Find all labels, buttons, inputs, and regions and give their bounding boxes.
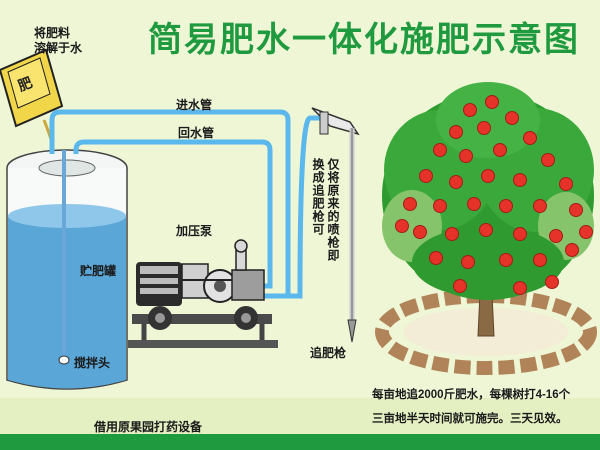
fruit-29	[533, 253, 547, 267]
fruit-cluster	[395, 95, 593, 295]
fruit-35	[579, 225, 593, 239]
equipment-note: 借用原果园打药设备	[94, 420, 203, 434]
spray-gun-label: 追肥枪	[310, 346, 347, 360]
fruit-13	[513, 173, 527, 187]
fruit-32	[513, 281, 527, 295]
page-title: 简易肥水一体化施肥示意图	[148, 21, 580, 59]
fruit-26	[429, 251, 443, 265]
fruit-19	[533, 199, 547, 213]
fruit-11	[449, 175, 463, 189]
footer-line2: 三亩地半天时间就可施完。三天见效。	[372, 413, 568, 425]
fruit-16	[433, 199, 447, 213]
fruit-23	[479, 223, 493, 237]
dissolve-note: 将肥料 溶解于水	[34, 26, 83, 55]
fruit-12	[481, 169, 495, 183]
fruit-34	[395, 219, 409, 233]
fruit-31	[453, 279, 467, 293]
return-pipe-label: 回水管	[178, 126, 215, 140]
fruit-1	[485, 95, 499, 109]
inlet-pipe-label: 进水管	[176, 98, 213, 112]
stirrer-head	[58, 355, 70, 365]
fruit-2	[505, 111, 519, 125]
fruit-24	[513, 227, 527, 241]
fruit-20	[569, 203, 583, 217]
gun-note-col2: 仅将原来的喷枪即	[326, 158, 340, 262]
fruit-3	[449, 125, 463, 139]
fruit-14	[559, 177, 573, 191]
fruit-7	[459, 149, 473, 163]
fruit-25	[549, 229, 563, 243]
spray-gun	[311, 107, 360, 343]
fruit-27	[461, 255, 475, 269]
tank-label: 贮肥罐	[80, 264, 117, 278]
ground-stripe	[0, 398, 600, 434]
fruit-18	[499, 199, 513, 213]
fruit-4	[477, 121, 491, 135]
fertilizer-tank	[6, 149, 128, 390]
tree-canopy	[382, 82, 594, 300]
hose-to-gun	[288, 115, 322, 299]
return-pipe	[73, 139, 273, 289]
pump-machine	[128, 239, 278, 348]
fruit-21	[413, 225, 427, 239]
fruit-28	[499, 253, 513, 267]
fruit-15	[403, 197, 417, 211]
fruit-30	[565, 243, 579, 257]
bottom-bar	[0, 434, 600, 450]
fruit-6	[433, 143, 447, 157]
footer-line1: 每亩地追2000斤肥水，每棵树打4-16个	[372, 389, 571, 401]
fruit-10	[419, 169, 433, 183]
fruit-8	[493, 143, 507, 157]
fruit-22	[445, 227, 459, 241]
fruit-5	[523, 131, 537, 145]
inlet-pipe	[49, 109, 291, 299]
stirrer-label: 搅拌头	[74, 356, 111, 370]
fertilizer-bag	[0, 48, 64, 128]
fruit-9	[541, 153, 555, 167]
gun-note-col1: 换成追肥枪可	[311, 158, 325, 236]
fruit-17	[467, 197, 481, 211]
fruit-0	[463, 103, 477, 117]
pressure-pump-label: 加压泵	[176, 224, 213, 238]
fruit-33	[545, 275, 559, 289]
